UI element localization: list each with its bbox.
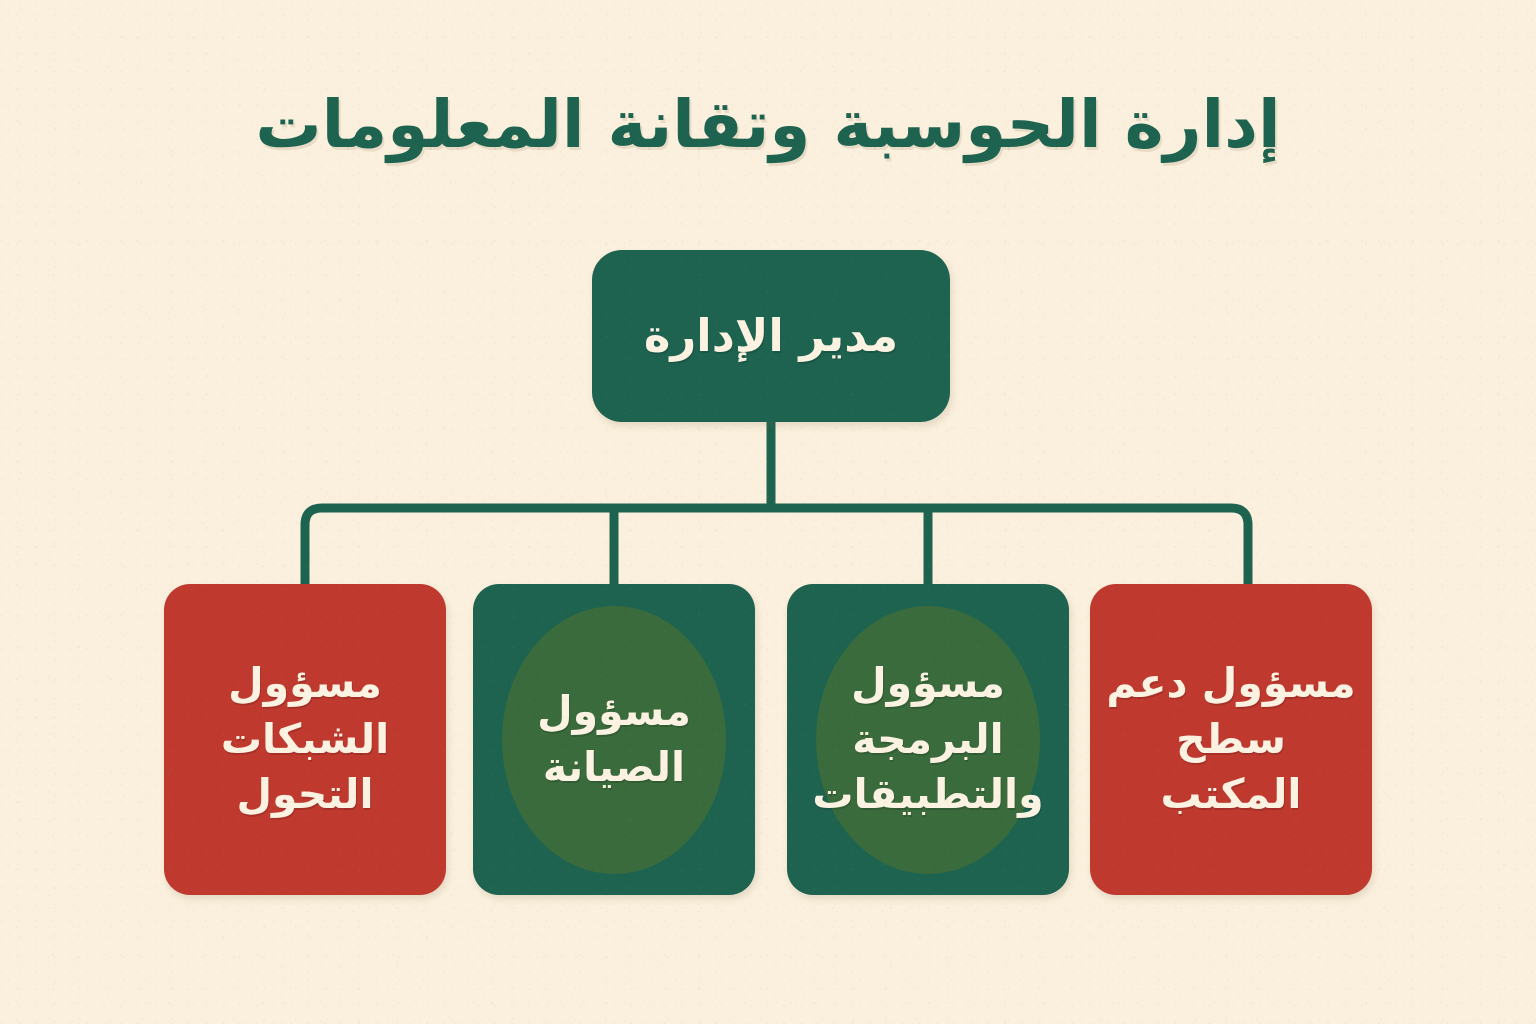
node-maintenance-label: مسؤول الصيانة xyxy=(537,686,691,791)
node-networks-transformation[interactable]: مسؤول الشبكات التحول xyxy=(164,584,446,895)
node-desktop-support[interactable]: مسؤول دعم سطح المكتب xyxy=(1090,584,1372,895)
page-title: إدارة الحوسبة وتقانة المعلومات xyxy=(255,86,1281,163)
node-root-label: مدير الإدارة xyxy=(643,309,899,363)
connector-bus xyxy=(300,503,1253,584)
node-programming-applications-label: مسؤول البرمجة والتطبيقات xyxy=(812,658,1044,819)
node-desktop-support-label: مسؤول دعم سطح المكتب xyxy=(1106,658,1356,819)
node-maintenance[interactable]: مسؤول الصيانة xyxy=(473,584,755,895)
node-root[interactable]: مدير الإدارة xyxy=(592,250,950,422)
node-networks-transformation-label: مسؤول الشبكات التحول xyxy=(220,658,390,819)
node-programming-applications[interactable]: مسؤول البرمجة والتطبيقات xyxy=(787,584,1069,895)
